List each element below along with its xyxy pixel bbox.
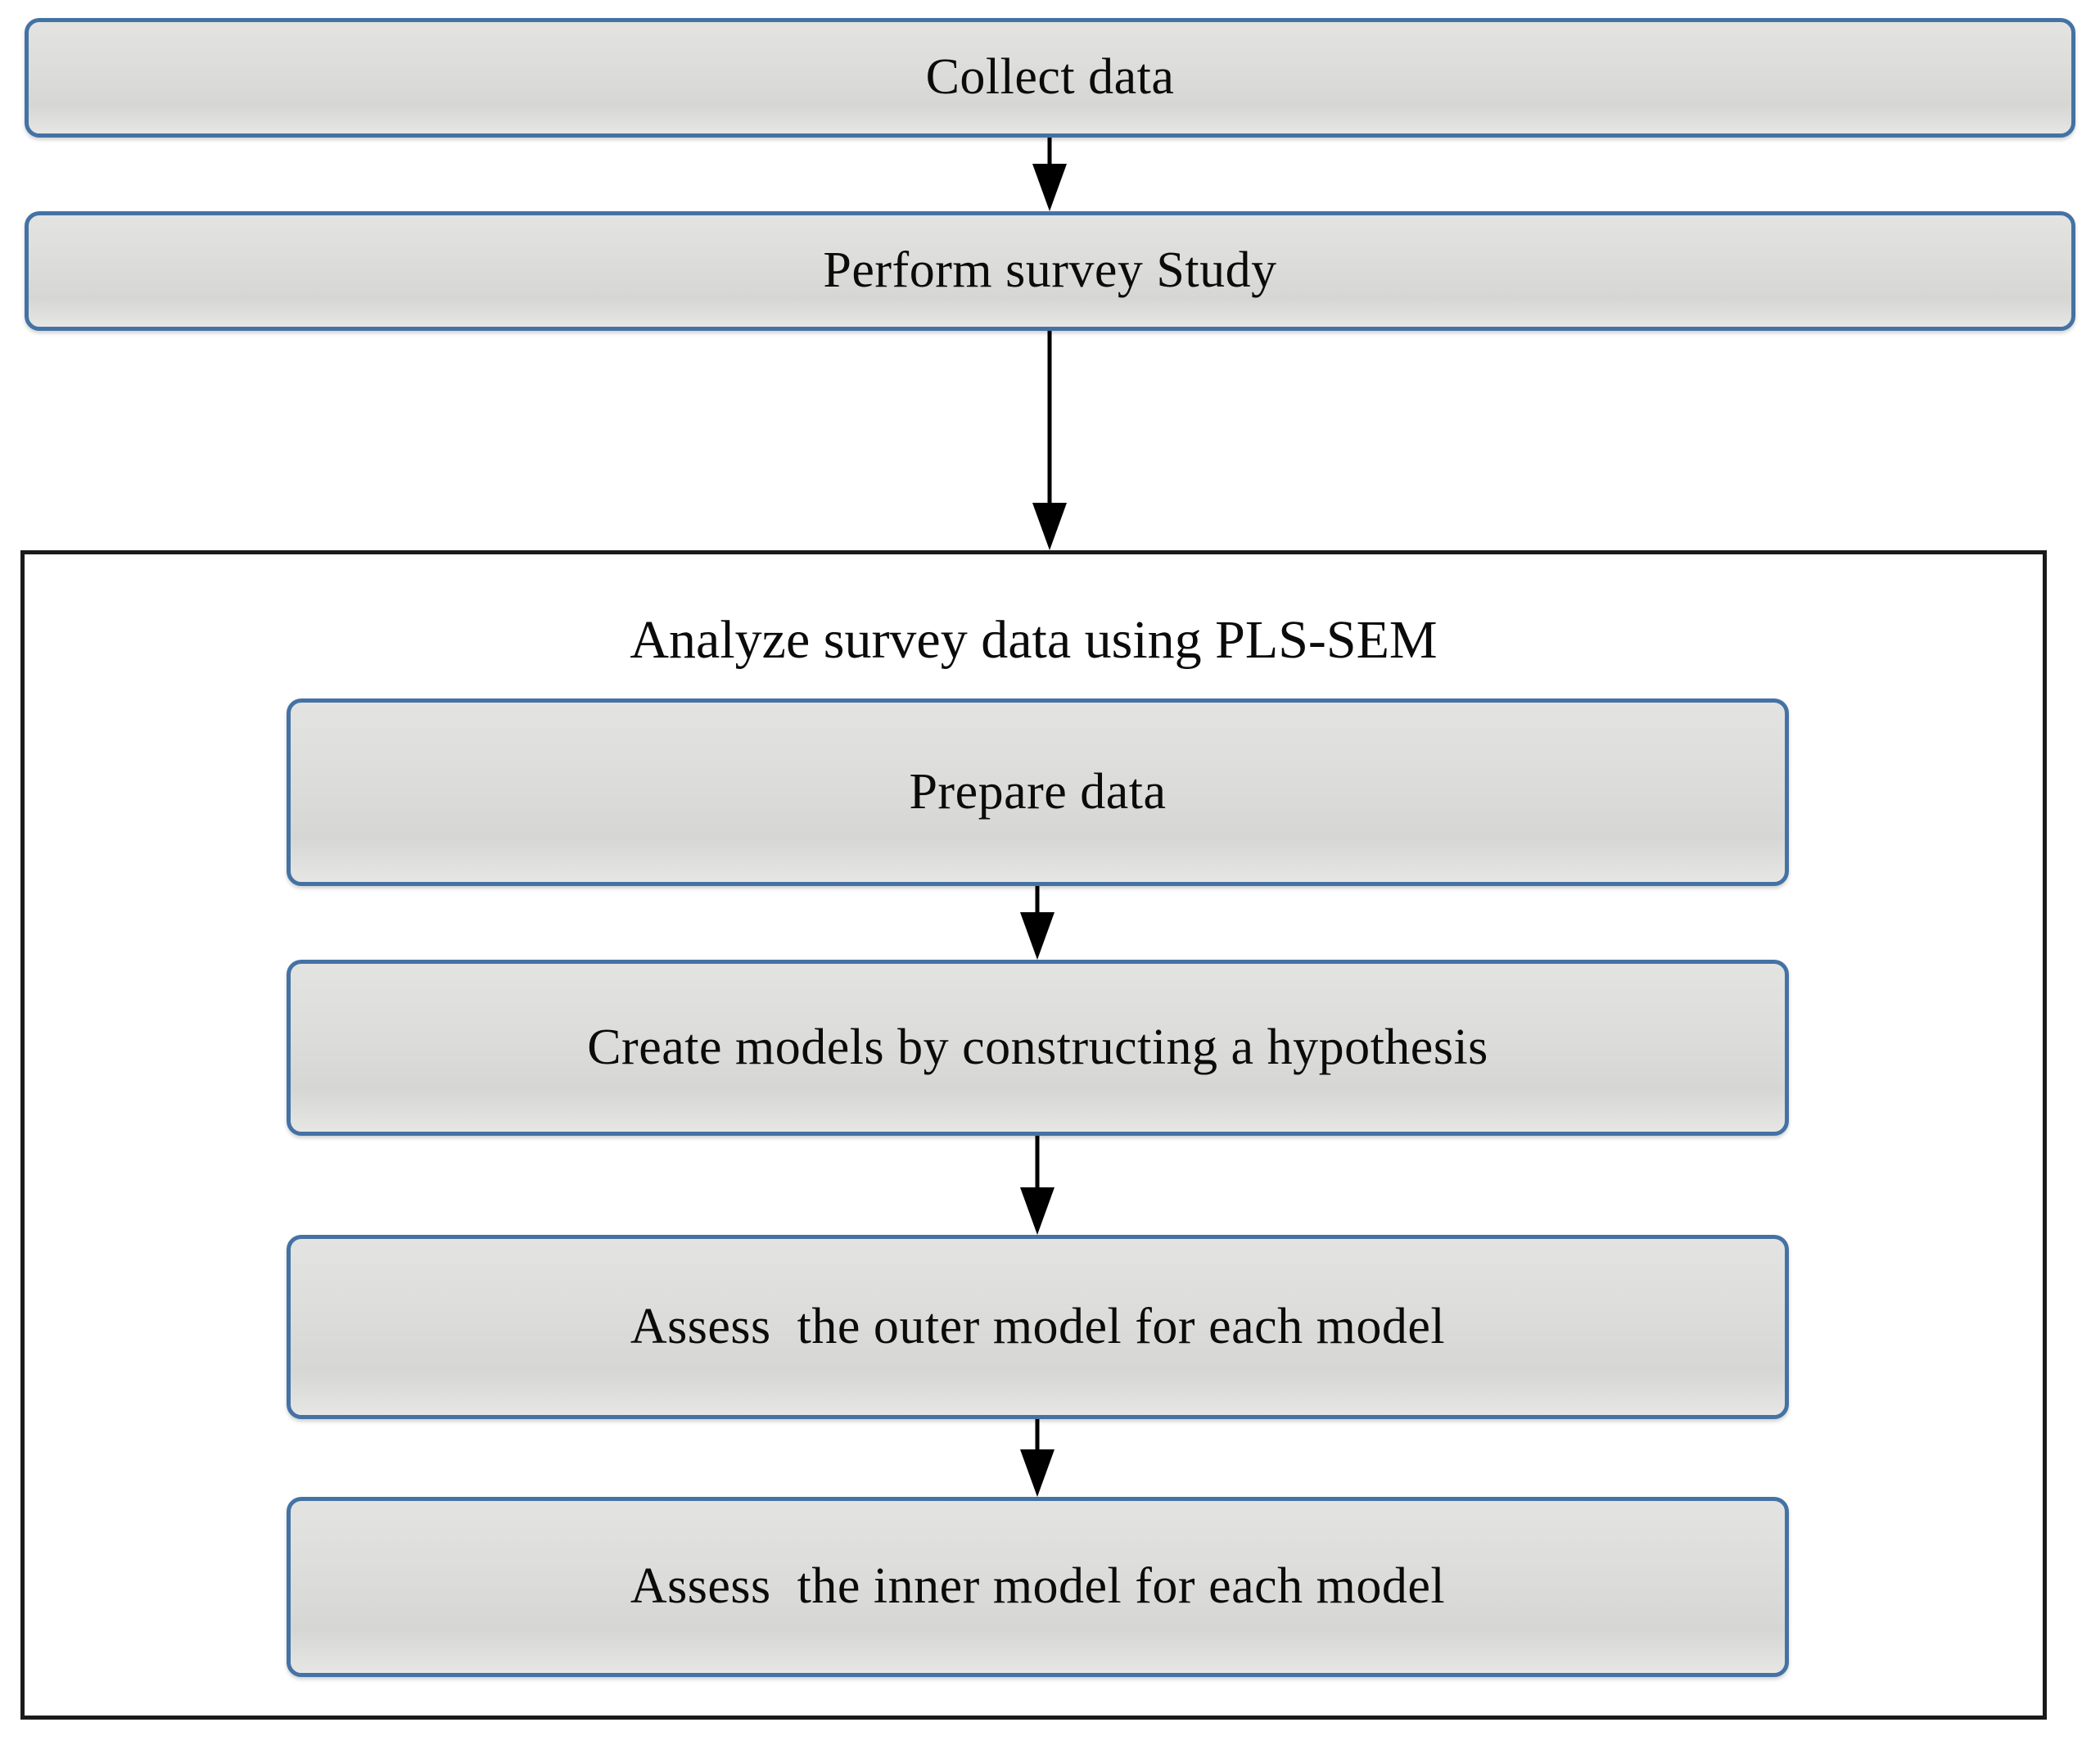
step-perform-survey[interactable]: Perform survey Study xyxy=(25,211,2075,331)
group-title: Analyze survey data using PLS-SEM xyxy=(630,610,1438,670)
step-prepare-data[interactable]: Prepare data xyxy=(287,698,1789,886)
step-assess-inner-model[interactable]: Assess the inner model for each model xyxy=(287,1497,1789,1677)
arrowhead-icon xyxy=(1020,1449,1055,1497)
arrowhead-icon xyxy=(1032,164,1067,211)
step-assess-outer-model-label: Assess the outer model for each model xyxy=(630,1298,1446,1354)
step-collect-data[interactable]: Collect data xyxy=(25,18,2075,138)
connector-shaft xyxy=(1035,1136,1040,1189)
step-assess-outer-model[interactable]: Assess the outer model for each model xyxy=(287,1235,1789,1419)
arrowhead-icon xyxy=(1032,503,1067,550)
connector-shaft xyxy=(1035,1419,1040,1451)
connector-outer-to-inner xyxy=(1018,1419,1056,1497)
step-perform-survey-label: Perform survey Study xyxy=(823,242,1277,299)
step-collect-data-label: Collect data xyxy=(925,49,1175,106)
connector-survey-to-group xyxy=(1031,331,1068,550)
arrowhead-icon xyxy=(1020,1187,1055,1235)
step-prepare-data-label: Prepare data xyxy=(909,763,1167,820)
connector-prepare-to-create xyxy=(1018,886,1056,960)
connector-collect-to-survey xyxy=(1031,138,1068,211)
step-create-models[interactable]: Create models by constructing a hypothes… xyxy=(287,960,1789,1136)
connector-shaft xyxy=(1035,886,1040,914)
group-analyze-survey-data: Analyze survey data using PLS-SEM Prepar… xyxy=(20,550,2047,1720)
step-create-models-label: Create models by constructing a hypothes… xyxy=(587,1019,1488,1075)
step-assess-inner-model-label: Assess the inner model for each model xyxy=(630,1558,1446,1615)
connector-shaft xyxy=(1047,331,1052,504)
connector-shaft xyxy=(1047,138,1052,165)
connector-create-to-outer xyxy=(1018,1136,1056,1235)
arrowhead-icon xyxy=(1020,912,1055,960)
